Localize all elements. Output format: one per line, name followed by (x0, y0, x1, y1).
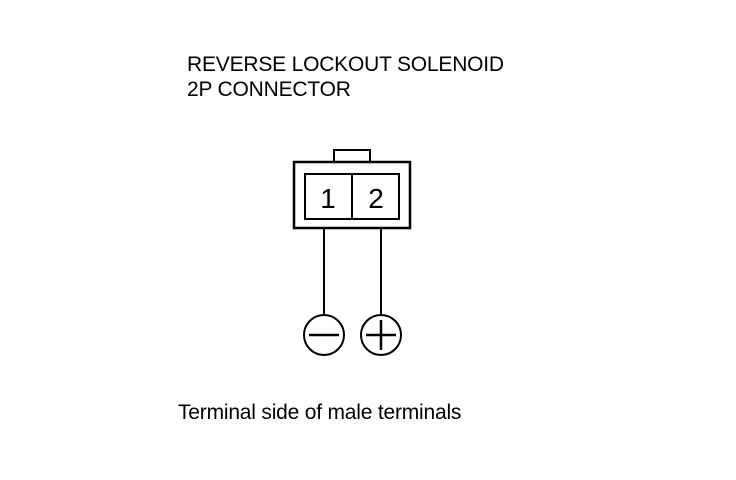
title-line-component: REVERSE LOCKOUT SOLENOID (187, 53, 504, 76)
title-line-connector: 2P CONNECTOR (187, 78, 351, 101)
diagram-title: REVERSE LOCKOUT SOLENOID 2P CONNECTOR (187, 52, 504, 102)
connector-lock-tab (333, 149, 371, 163)
terminal-label-1: 1 (320, 183, 336, 214)
diagram-caption: Terminal side of male terminals (178, 401, 462, 424)
minus-icon (303, 314, 345, 356)
connector-housing (292, 160, 412, 230)
terminal-label-2: 2 (368, 183, 384, 214)
plus-icon (360, 314, 402, 356)
